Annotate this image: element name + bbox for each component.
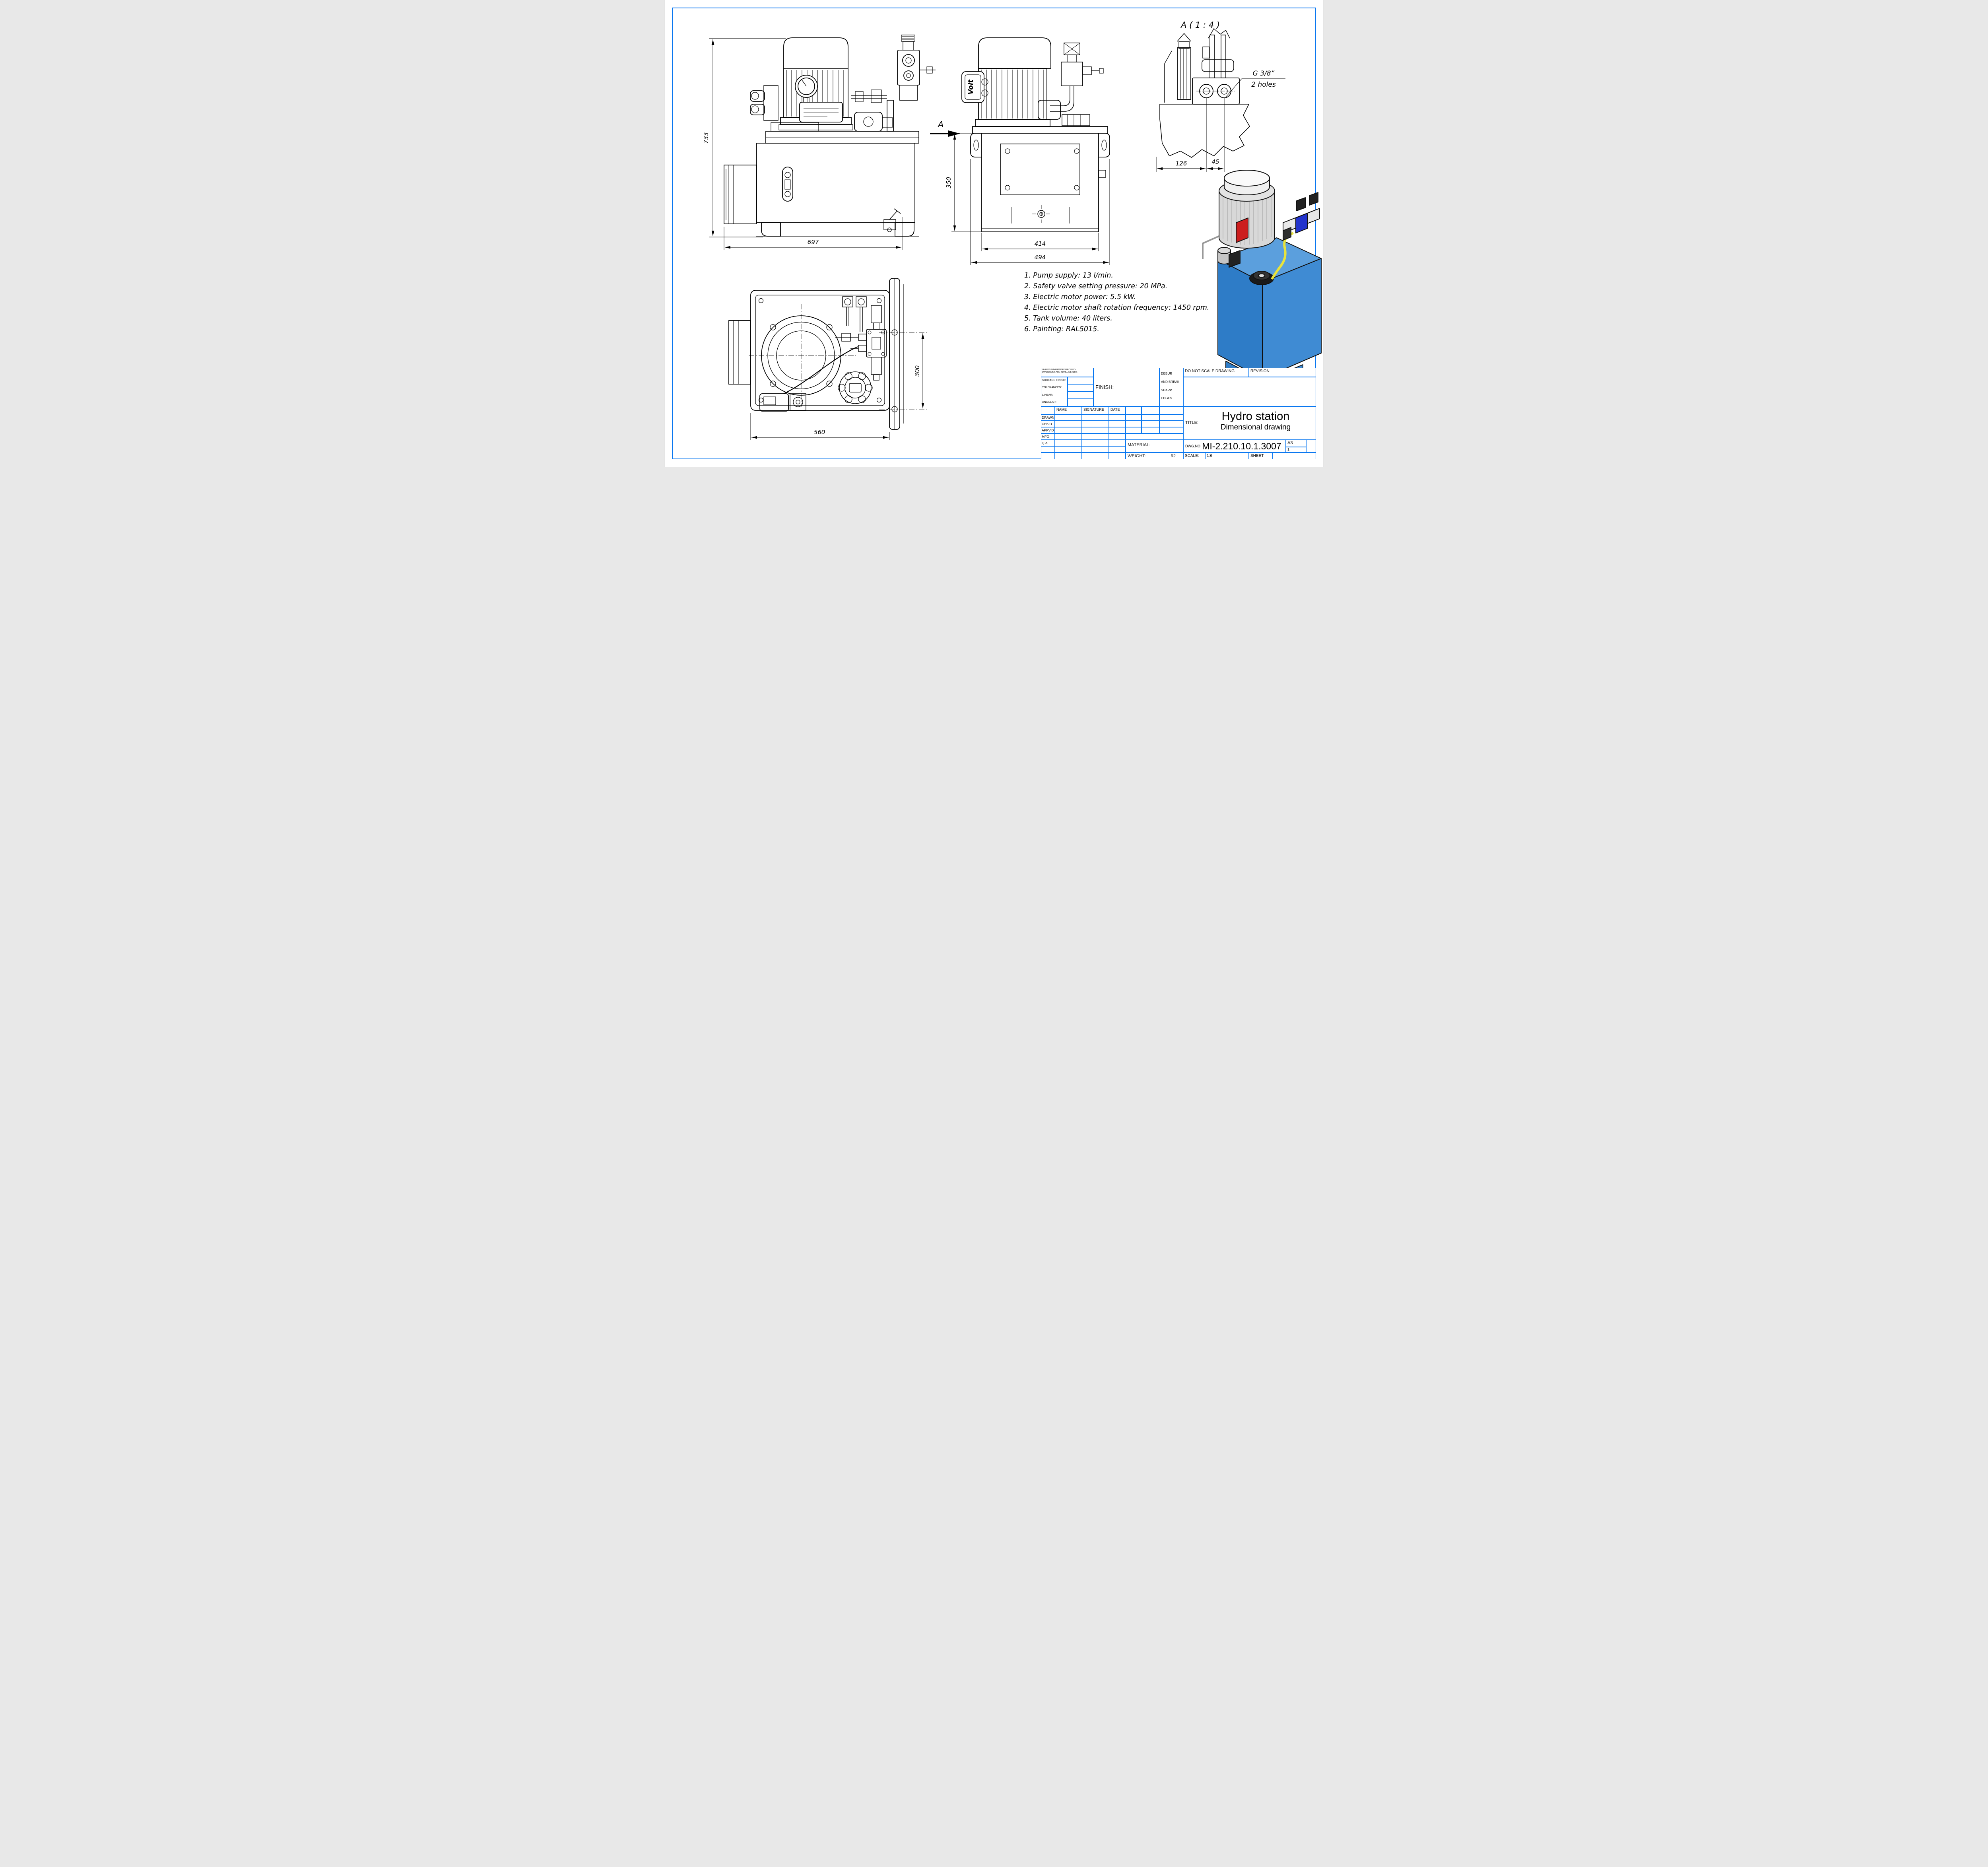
grid-cell [1142,421,1159,427]
grid-cell [1159,421,1183,427]
row-qa: Q.A [1041,440,1055,446]
grid-cell [1126,433,1183,440]
grid-cell [1082,453,1109,459]
title-block: UNLESS OTHERWISE SPECIFIED: DIMENSIONS A… [1041,368,1316,459]
note-line: 3. Electric motor power: 5.5 kW. [1024,293,1136,301]
tolerance-value-cell [1068,392,1093,399]
grid-cell [1055,414,1082,421]
grid-cell [1055,446,1082,453]
dwg-number: MI-2.210.10.1.3007 [1202,441,1281,451]
note-line: 4. Electric motor shaft rotation frequen… [1024,304,1209,312]
tolerance-value-cell [1068,384,1093,392]
material-cell: MATERIAL: [1126,440,1183,453]
drawing-sheet: 733 697 A [664,0,1324,467]
drawing-title: Hydro station [1221,410,1290,423]
note-line: 1. Pump supply: 13 l/min. [1024,272,1113,280]
note-line: 5. Tank volume: 40 liters. [1024,315,1112,322]
grid-cell [1082,414,1109,421]
signature-header: SIGNATURE [1082,406,1109,414]
grid-cell [1055,421,1082,427]
grid-cell [1142,406,1159,414]
grid-cell [1159,414,1183,421]
drawing-subtitle: Dimensional drawing [1220,423,1291,431]
grid-cell [1055,440,1082,446]
tolerance-value-cell [1068,377,1093,384]
sheet-number-cell: 1 [1286,447,1306,453]
grid-cell [1109,440,1126,446]
grid-cell [1159,406,1183,414]
weight-cell: WEIGHT: 92 [1126,453,1183,459]
grid-cell [1082,433,1109,440]
grid-cell [1126,414,1142,421]
row-drawn: DRAWN [1041,414,1055,421]
grid-cell [1109,414,1126,421]
grid-cell [1109,433,1126,440]
note-line: 6. Painting: RAL5015. [1024,325,1099,333]
debur-note: DEBUR AND BREAK SHARP EDGES [1159,368,1183,406]
grid-cell [1082,440,1109,446]
revision-space [1183,377,1316,406]
finish-cell: FINISH: [1093,368,1159,406]
grid-cell [1306,440,1316,453]
grid-cell [1159,427,1183,433]
scale-label-cell: SCALE: [1183,453,1205,459]
grid-cell [1055,433,1082,440]
sheet-label-cell: SHEET [1249,453,1273,459]
row-appvd: APPV'D [1041,427,1055,433]
grid-cell [1126,406,1142,414]
dwg-label: DWG.NO [1185,444,1200,448]
grid-cell [1109,421,1126,427]
do-not-scale-note: DO NOT SCALE DRAWING [1183,368,1249,377]
grid-cell [1109,446,1126,453]
grid-cell [1055,427,1082,433]
title-cell: TITLE: Hydro station Dimensional drawing [1183,406,1316,440]
grid-cell [1041,406,1055,414]
grid-cell [1041,453,1055,459]
note-line: 2. Safety valve setting pressure: 20 MPa… [1024,282,1168,290]
grid-cell [1142,414,1159,421]
title-label: TITLE: [1185,420,1199,425]
grid-cell [1126,427,1142,433]
scale-value-cell: 1:6 [1205,453,1249,459]
paper-size-cell: A3 [1286,440,1306,447]
revision-header: REVISION [1249,368,1316,377]
row-mfg: MFG [1041,433,1055,440]
tolerance-labels: SURFACE FINISH: TOLERANCES: LINEAR: ANGU… [1041,377,1068,406]
weight-value: 92 [1171,453,1176,458]
date-header: DATE [1109,406,1126,414]
grid-cell [1109,427,1126,433]
row-chkd: CHK'D [1041,421,1055,427]
grid-cell [1109,453,1126,459]
dwg-cell: DWG.NO MI-2.210.10.1.3007 [1183,440,1286,453]
grid-cell [1082,421,1109,427]
grid-cell [1055,453,1082,459]
sheet-border-frame [672,8,1316,459]
technical-notes: 1. Pump supply: 13 l/min. 2. Safety valv… [1024,270,1209,335]
grid-cell [1273,453,1316,459]
grid-cell [1126,421,1142,427]
grid-cell [1041,446,1055,453]
grid-cell [1142,427,1159,433]
name-header: NAME [1055,406,1082,414]
grid-cell [1082,446,1109,453]
grid-cell [1082,427,1109,433]
units-note: UNLESS OTHERWISE SPECIFIED: DIMENSIONS A… [1041,368,1093,377]
tolerance-value-cell [1068,399,1093,406]
